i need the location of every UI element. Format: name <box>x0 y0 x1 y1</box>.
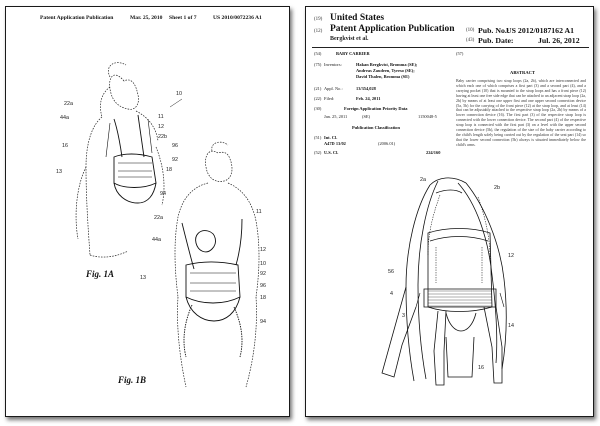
patent-page-front: (19) United States (12) Patent Applicati… <box>305 6 594 417</box>
inventor-3: David Thalen, Bromma (SE) <box>356 74 410 79</box>
inid-57: (57) <box>456 51 464 56</box>
inventors-label: Inventors: <box>324 62 342 67</box>
us-cl: 224/160 <box>426 150 441 155</box>
header-date: Mar. 25, 2010 <box>130 15 163 21</box>
callout-18-b: 18 <box>260 295 266 301</box>
figure-1b-label: Fig. 1B <box>118 375 147 385</box>
inid-75: (75) <box>314 62 322 67</box>
int-cl-year: (2006.01) <box>378 141 396 146</box>
callout-92-b: 92 <box>260 271 266 277</box>
foreign-country: (SE) <box>362 114 371 119</box>
doc-type-heading: Patent Application Publication <box>330 24 455 34</box>
callout-44a-b: 44a <box>152 237 161 243</box>
authors: Bergkvist et al. <box>330 36 369 42</box>
callout-18-a: 18 <box>166 167 172 173</box>
fig-callout-14: 14 <box>508 323 514 329</box>
inid-43: (43) <box>466 38 475 43</box>
header-sheet: Sheet 1 of 7 <box>169 15 197 21</box>
appl-no-label: Appl. No.: <box>324 86 343 91</box>
patent-page-drawing-sheet: Patent Application Publication Mar. 25, … <box>5 6 290 417</box>
invention-title: BABY CARRIER <box>336 51 370 56</box>
fig-callout-16: 16 <box>478 365 484 371</box>
callout-22b-a: 22b <box>158 134 167 140</box>
callout-96-a: 96 <box>172 143 178 149</box>
fig-callout-3: 3 <box>402 313 405 319</box>
baby-carrier-figure <box>381 177 507 386</box>
callout-94-a: 94 <box>160 191 166 197</box>
callout-16-a: 16 <box>62 143 68 149</box>
fig-callout-2b: 2b <box>494 185 500 191</box>
inid-22: (22) <box>314 96 322 101</box>
pub-no-label: Pub. No.: <box>478 26 510 35</box>
pub-no: US 2012/0187162 A1 <box>506 26 575 35</box>
inid-21: (21) <box>314 86 322 91</box>
header-publication-label: Patent Application Publication <box>40 15 114 21</box>
foreign-no: 1150048-5 <box>418 114 437 119</box>
inid-10: (10) <box>466 28 475 33</box>
callout-11-a: 11 <box>158 114 164 120</box>
inid-54: (54) <box>314 51 322 56</box>
fig-callout-56: 56 <box>388 269 394 275</box>
inventor-1: Hakan Bergkvist, Bromma (SE); <box>356 62 418 67</box>
foreign-date: Jan. 25, 2011 <box>324 114 348 119</box>
inid-52: (52) <box>314 150 322 155</box>
callout-94-b: 94 <box>260 319 266 325</box>
appl-no: 13/354,028 <box>356 86 376 91</box>
header-number: US 2010/0072236 A1 <box>213 15 262 21</box>
callout-11-b: 11 <box>256 209 262 215</box>
country-heading: United States <box>330 13 385 23</box>
pub-class-title: Publication Classification <box>352 125 400 130</box>
abstract-title: ABSTRACT <box>510 70 536 75</box>
fig-callout-12: 12 <box>508 253 514 259</box>
int-cl: A47D 13/02 <box>324 141 346 146</box>
callout-12-b: 12 <box>260 247 266 253</box>
callout-13-a: 13 <box>56 169 62 175</box>
inid-12: (12) <box>314 29 323 34</box>
abstract-text: Baby carrier comprising two strap loops … <box>456 79 586 147</box>
callout-22a-a: 22a <box>64 101 73 107</box>
callout-10-a: 10 <box>176 91 182 97</box>
callout-44a-a: 44a <box>60 115 69 121</box>
int-cl-label: Int. Cl. <box>324 135 338 140</box>
figure-1a-label: Fig. 1A <box>86 269 115 279</box>
inventor-2: Andreas Zaudeen, Tyreso (SE); <box>356 68 415 73</box>
callout-22a-b: 22a <box>154 215 163 221</box>
filed-date: Feb. 24, 2011 <box>356 96 381 101</box>
header-rule <box>312 47 589 48</box>
callout-10-b: 10 <box>260 261 266 267</box>
pub-date: Jul. 26, 2012 <box>538 36 580 45</box>
filed-label: Filed: <box>324 96 335 101</box>
inid-51: (51) <box>314 135 322 140</box>
inid-30: (30) <box>314 106 322 111</box>
foreign-priority-title: Foreign Application Priority Data <box>344 106 408 111</box>
fig-callout-4: 4 <box>390 291 393 297</box>
callout-13-b: 13 <box>140 275 146 281</box>
pub-date-label: Pub. Date: <box>478 36 514 45</box>
us-cl-label: U.S. Cl. <box>324 150 339 155</box>
callout-12-a: 12 <box>158 124 164 130</box>
callout-92-a: 92 <box>172 157 178 163</box>
callout-96-b: 96 <box>260 283 266 289</box>
inid-19: (19) <box>314 17 323 22</box>
fig-callout-2a: 2a <box>420 177 426 183</box>
figure-1a-drawing <box>75 62 260 388</box>
